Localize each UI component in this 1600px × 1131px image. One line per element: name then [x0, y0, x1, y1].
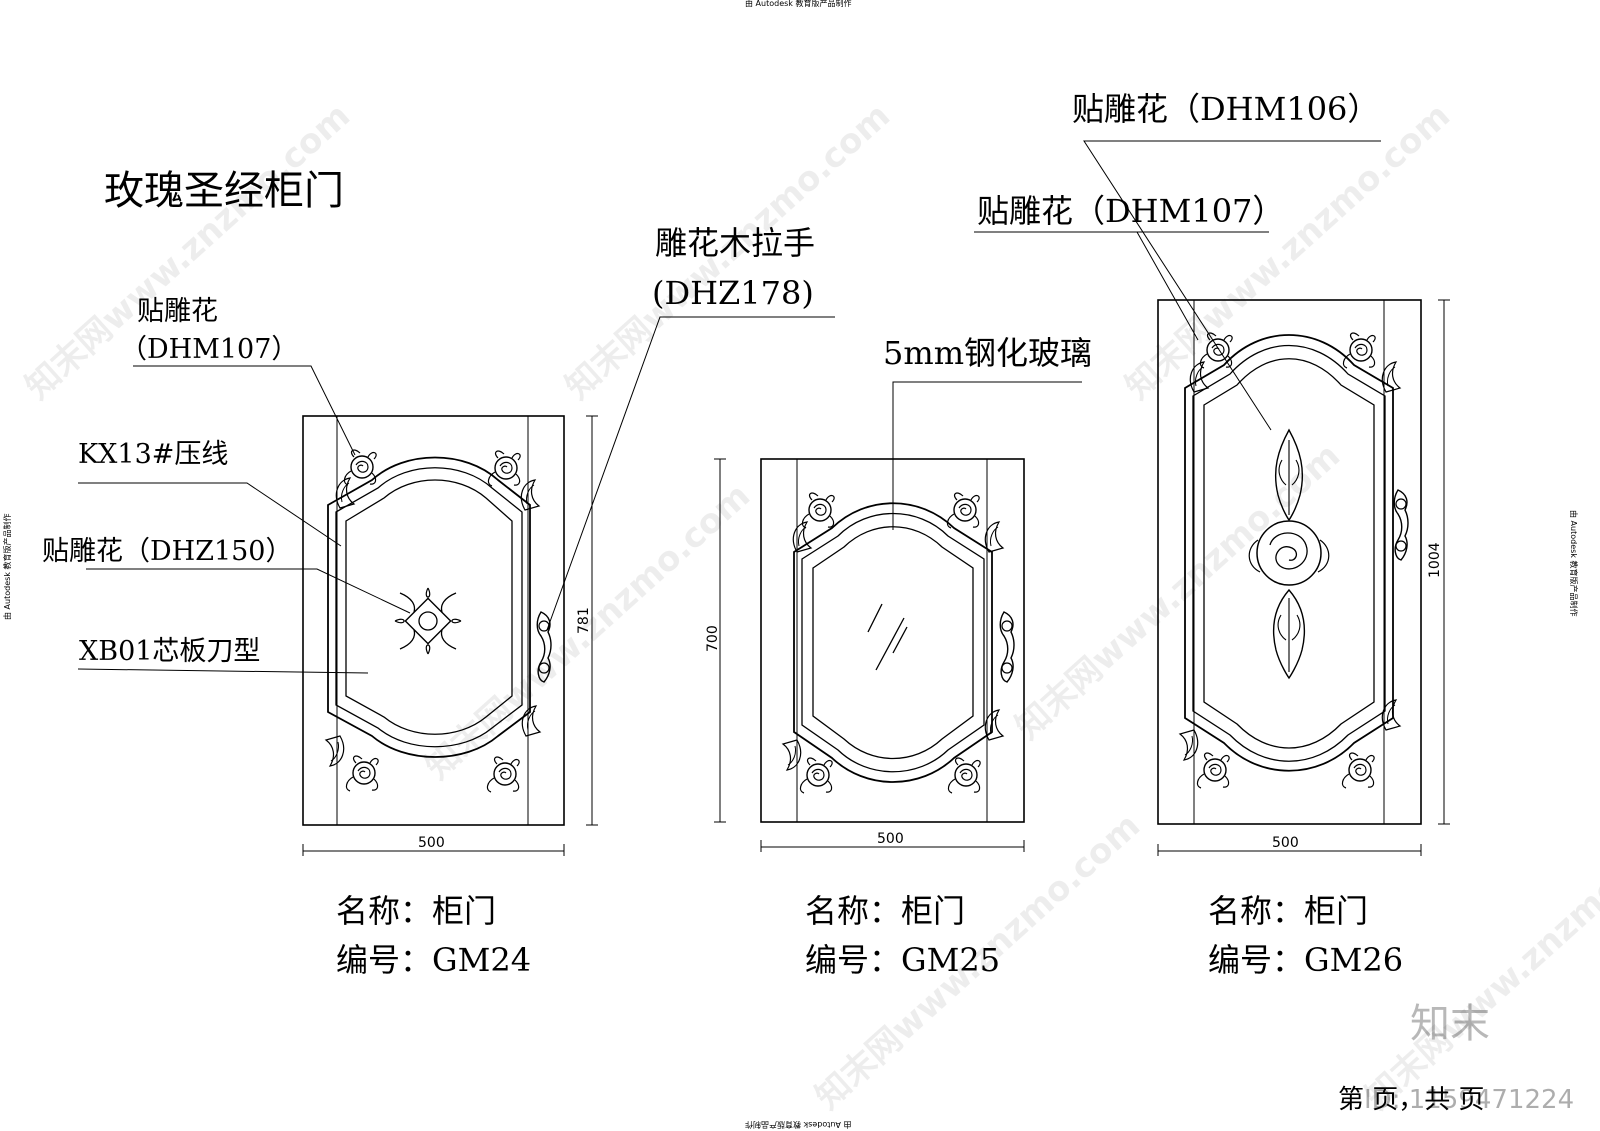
leader-lines — [77, 140, 1381, 674]
label-carving-dhm106: 贴雕花（DHM106） — [1072, 90, 1380, 128]
header-note-top: 由 Autodesk 教育版产品制作 — [745, 0, 852, 8]
carved-handle — [536, 611, 552, 683]
door-gm26 — [1157, 299, 1450, 856]
centre-carving-dhm106 — [1248, 428, 1330, 680]
caption-code-gm26: 编号：GM26 — [1208, 941, 1404, 979]
door-gm24 — [302, 415, 598, 856]
header-note-left: 由 Autodesk 教育版产品制作 — [3, 513, 12, 620]
dim-width-gm24: 500 — [418, 835, 445, 851]
label-glass: 5mm钢化玻璃 — [883, 334, 1093, 372]
brand-logo-text: 知末 — [1410, 1001, 1490, 1047]
caption-name-gm26: 名称：柜门 — [1208, 892, 1369, 930]
carved-handle — [1393, 489, 1409, 561]
caption-name-gm25: 名称：柜门 — [805, 892, 966, 930]
header-note-right: 由 Autodesk 教育版产品制作 — [1569, 510, 1578, 617]
caption-name-gm24: 名称：柜门 — [336, 892, 497, 930]
dim-height-gm25: 700 — [705, 625, 721, 652]
centre-ornament-dhz150 — [394, 587, 462, 655]
label-handle-1: 雕花木拉手 — [655, 224, 816, 262]
image-id-text: ID: 1159471224 — [1364, 1085, 1575, 1115]
caption-code-gm24: 编号：GM24 — [336, 941, 532, 979]
label-panel: XB01芯板刀型 — [79, 636, 261, 667]
dim-height-gm26: 1004 — [1427, 542, 1443, 578]
label-handle-2: (DHZ178) — [652, 274, 814, 312]
label-moulding: KX13#压线 — [78, 439, 229, 470]
label-carving-dhm107-a-1: 贴雕花 — [137, 296, 218, 327]
door-gm25 — [714, 458, 1025, 852]
dim-width-gm26: 500 — [1272, 835, 1299, 851]
carved-handle — [999, 611, 1015, 683]
dim-width-gm25: 500 — [877, 831, 904, 847]
label-carving-dhm107-b: 贴雕花（DHM107） — [977, 192, 1285, 230]
drawing-title: 玫瑰圣经柜门 — [104, 168, 344, 214]
caption-code-gm25: 编号：GM25 — [805, 941, 1001, 979]
header-note-bottom: 由 Autodesk 教育版产品制作 — [745, 1120, 852, 1129]
label-carving-dhz150: 贴雕花（DHZ150） — [42, 536, 293, 567]
label-carving-dhm107-a-2: （DHM107） — [120, 334, 299, 365]
page-info: 第 页，共 页 — [1338, 1085, 1485, 1115]
